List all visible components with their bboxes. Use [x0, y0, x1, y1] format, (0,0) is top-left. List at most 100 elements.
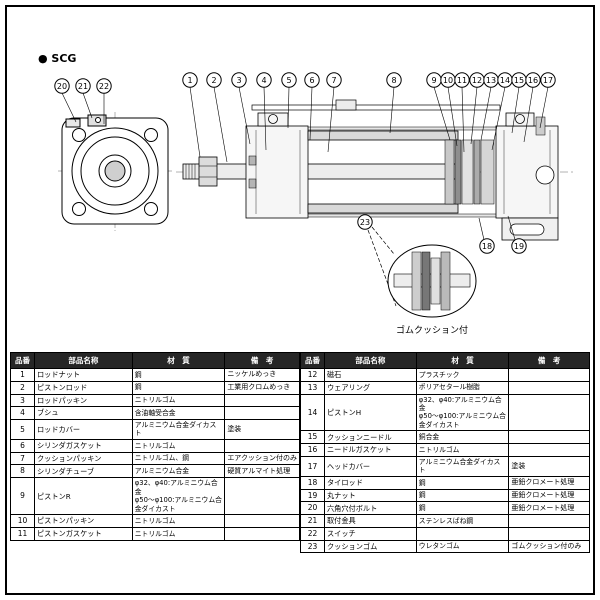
- svg-text:19: 19: [514, 242, 524, 251]
- callout-23: 23: [357, 214, 373, 230]
- table-cell: 1: [10, 368, 35, 382]
- callout-8: 8: [386, 72, 402, 134]
- table-cell: 11: [10, 526, 35, 541]
- svg-text:11: 11: [457, 76, 467, 85]
- column-header: 品番: [10, 352, 35, 369]
- rod-nut: [198, 156, 218, 187]
- model-label: ● SCG: [38, 52, 76, 65]
- table-cell: ピストンガスケット: [33, 526, 133, 541]
- callout-5: 5: [281, 72, 297, 129]
- table-cell: φ32、φ40:アルミニウム合金 φ50～φ100:アルミニウム合金ダイカスト: [131, 477, 226, 516]
- table-cell: 12: [300, 368, 325, 382]
- column-header: 備 考: [508, 352, 590, 369]
- table-cell: ニッケルめっき: [224, 368, 300, 382]
- table-cell: 9: [10, 477, 35, 516]
- svg-text:23: 23: [360, 218, 370, 227]
- svg-text:20: 20: [57, 82, 67, 91]
- table-cell: 13: [300, 380, 325, 395]
- svg-text:3: 3: [236, 76, 241, 85]
- table-cell: ウェアリング: [323, 380, 417, 395]
- table-cell: ゴムクッション付のみ: [508, 539, 590, 554]
- column-header: 部品名称: [323, 352, 417, 369]
- cushion-detail-view: [367, 226, 477, 318]
- table-cell: 15: [300, 430, 325, 445]
- table-cell: ロッドカバー: [33, 419, 133, 440]
- table-cell: ブシュ: [33, 406, 133, 420]
- table-cell: 7: [10, 451, 35, 466]
- table-cell: 丸ナット: [323, 488, 417, 503]
- table-cell: 六角穴付ボルト: [323, 501, 417, 516]
- table-cell: 14: [300, 393, 325, 432]
- svg-text:14: 14: [500, 76, 510, 85]
- table-cell: 塗装: [224, 419, 300, 440]
- mounting-bracket: [65, 118, 81, 128]
- svg-text:1: 1: [187, 76, 192, 85]
- table-cell: [415, 526, 510, 541]
- column-header: 品番: [300, 352, 325, 369]
- table-cell: [508, 380, 590, 395]
- rod-bushing: [248, 155, 257, 166]
- table-cell: 磁石: [323, 368, 417, 382]
- callout-18: 18: [478, 217, 495, 254]
- table-cell: [224, 406, 300, 420]
- svg-text:16: 16: [528, 76, 538, 85]
- table-cell: 鋼: [415, 488, 510, 503]
- cylinder-tube: [307, 130, 459, 141]
- table-cell: 22: [300, 526, 325, 541]
- table-cell: 含油軸受合金: [131, 406, 226, 420]
- table-cell: 亜鉛クロメート処理: [508, 475, 590, 490]
- callout-2: 2: [206, 72, 228, 163]
- table-cell: プラスチック: [415, 368, 510, 382]
- table-cell: 2: [10, 380, 35, 395]
- table-cell: 鋼: [415, 475, 510, 490]
- table-cell: 鋼: [131, 380, 226, 395]
- table-cell: 6: [10, 438, 35, 453]
- callout-11: 11: [454, 72, 470, 153]
- table-cell: クッションゴム: [323, 539, 417, 554]
- table-cell: 18: [300, 475, 325, 490]
- table-cell: 亜鉛クロメート処理: [508, 488, 590, 503]
- table-cell: シリンダチューブ: [33, 464, 133, 479]
- detail-caption: ゴムクッション付: [396, 324, 468, 336]
- table-cell: [224, 514, 300, 528]
- svg-text:17: 17: [543, 76, 553, 85]
- table-cell: 17: [300, 455, 325, 477]
- callout-13: 13: [480, 72, 499, 141]
- table-cell: アルミニウム合金: [131, 464, 226, 479]
- page-border: [5, 5, 595, 595]
- header-row: 品番部品名称材 質備 考: [10, 352, 300, 369]
- table-cell: [508, 443, 590, 457]
- column-header: 備 考: [224, 352, 300, 369]
- callout-6: 6: [304, 72, 320, 141]
- table-cell: ニトリルゴム: [131, 393, 226, 408]
- column-header: 材 質: [131, 352, 226, 369]
- svg-text:7: 7: [331, 76, 336, 85]
- table-cell: ステンレスばね鋼: [415, 514, 510, 528]
- svg-text:8: 8: [391, 76, 396, 85]
- table-cell: ニトリルゴム: [131, 438, 226, 453]
- table-cell: [224, 393, 300, 408]
- table-cell: 鋼: [131, 368, 226, 382]
- table-cell: ピストンロッド: [33, 380, 133, 395]
- table-cell: ウレタンゴム: [415, 539, 510, 554]
- table-cell: 23: [300, 539, 325, 554]
- table-cell: 取付金具: [323, 514, 417, 528]
- table-cell: クッションニードル: [323, 430, 417, 445]
- table-cell: φ32、φ40:アルミニウム合金 φ50～φ100:アルミニウム合金ダイカスト: [415, 393, 510, 432]
- callout-19: 19: [507, 215, 527, 254]
